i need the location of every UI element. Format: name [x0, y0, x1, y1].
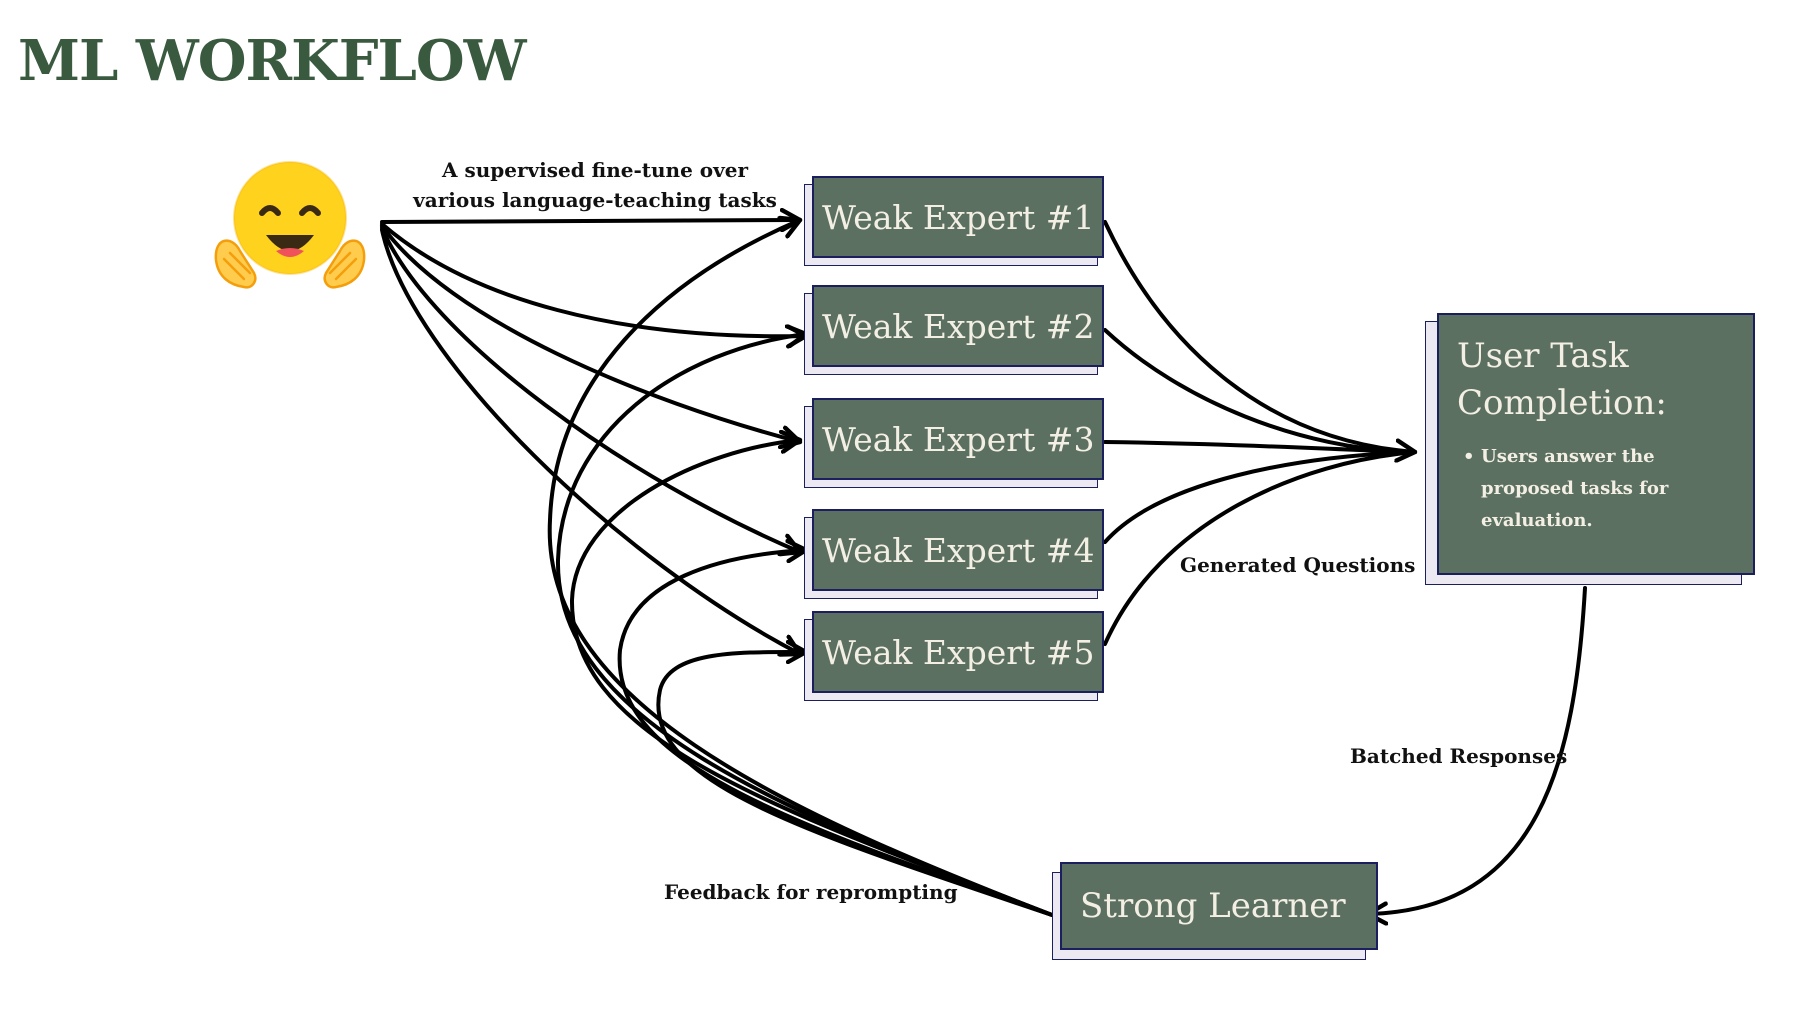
strong-learner-box: Strong Learner [1052, 862, 1378, 960]
weak-expert-4-label: Weak Expert #4 [822, 530, 1095, 570]
weak-expert-4-box: Weak Expert #4 [804, 509, 1104, 599]
arrow-expert-5-to-task [1103, 450, 1417, 646]
arrow-logo-to-expert-4 [380, 226, 800, 552]
arrow-learner-to-expert-5 [656, 652, 1054, 917]
weak-expert-5-label: Weak Expert #5 [822, 632, 1095, 672]
arrow-learner-to-expert-1 [547, 220, 1054, 917]
weak-expert-5-box: Weak Expert #5 [804, 611, 1104, 701]
weak-expert-2-label: Weak Expert #2 [822, 306, 1095, 346]
finetune-label: A supervised fine-tune over various lang… [413, 158, 777, 212]
user-task-bullet: Users answer the proposed tasks for eval… [1463, 441, 1735, 537]
strong-learner-label: Strong Learner [1080, 886, 1346, 926]
arrow-logo-to-expert-3 [380, 224, 800, 442]
arrow-task-to-learner [1368, 586, 1587, 914]
page-title: ML WORKFLOW [18, 28, 527, 94]
weak-expert-3-box: Weak Expert #3 [804, 398, 1104, 488]
arrow-learner-to-expert-4 [617, 550, 1054, 917]
user-task-title: User Task Completion: [1457, 336, 1667, 423]
hugging-face-emoji-icon [214, 156, 366, 289]
arrow-logo-to-expert-5 [380, 228, 800, 654]
feedback-label: Feedback for reprompting [664, 880, 958, 904]
arrow-logo-to-expert-2 [380, 222, 806, 336]
weak-expert-1-box: Weak Expert #1 [804, 176, 1104, 266]
arrow-logo-to-expert-1 [380, 220, 800, 222]
arrow-expert-1-to-task [1103, 220, 1415, 452]
generated-questions-label: Generated Questions [1180, 553, 1416, 577]
arrow-learner-to-expert-3 [569, 440, 1054, 917]
batched-responses-label: Batched Responses [1350, 744, 1568, 768]
arrow-expert-2-to-task [1103, 328, 1417, 454]
arrow-learner-to-expert-2 [555, 334, 1054, 917]
arrow-expert-4-to-task [1103, 450, 1417, 544]
weak-expert-3-label: Weak Expert #3 [822, 419, 1095, 459]
user-task-completion-box: User Task Completion: Users answer the p… [1425, 313, 1755, 588]
user-task-bullets: Users answer the proposed tasks for eval… [1457, 441, 1735, 537]
weak-expert-1-label: Weak Expert #1 [822, 197, 1095, 237]
weak-expert-2-box: Weak Expert #2 [804, 285, 1104, 375]
arrow-expert-3-to-task [1103, 440, 1417, 454]
